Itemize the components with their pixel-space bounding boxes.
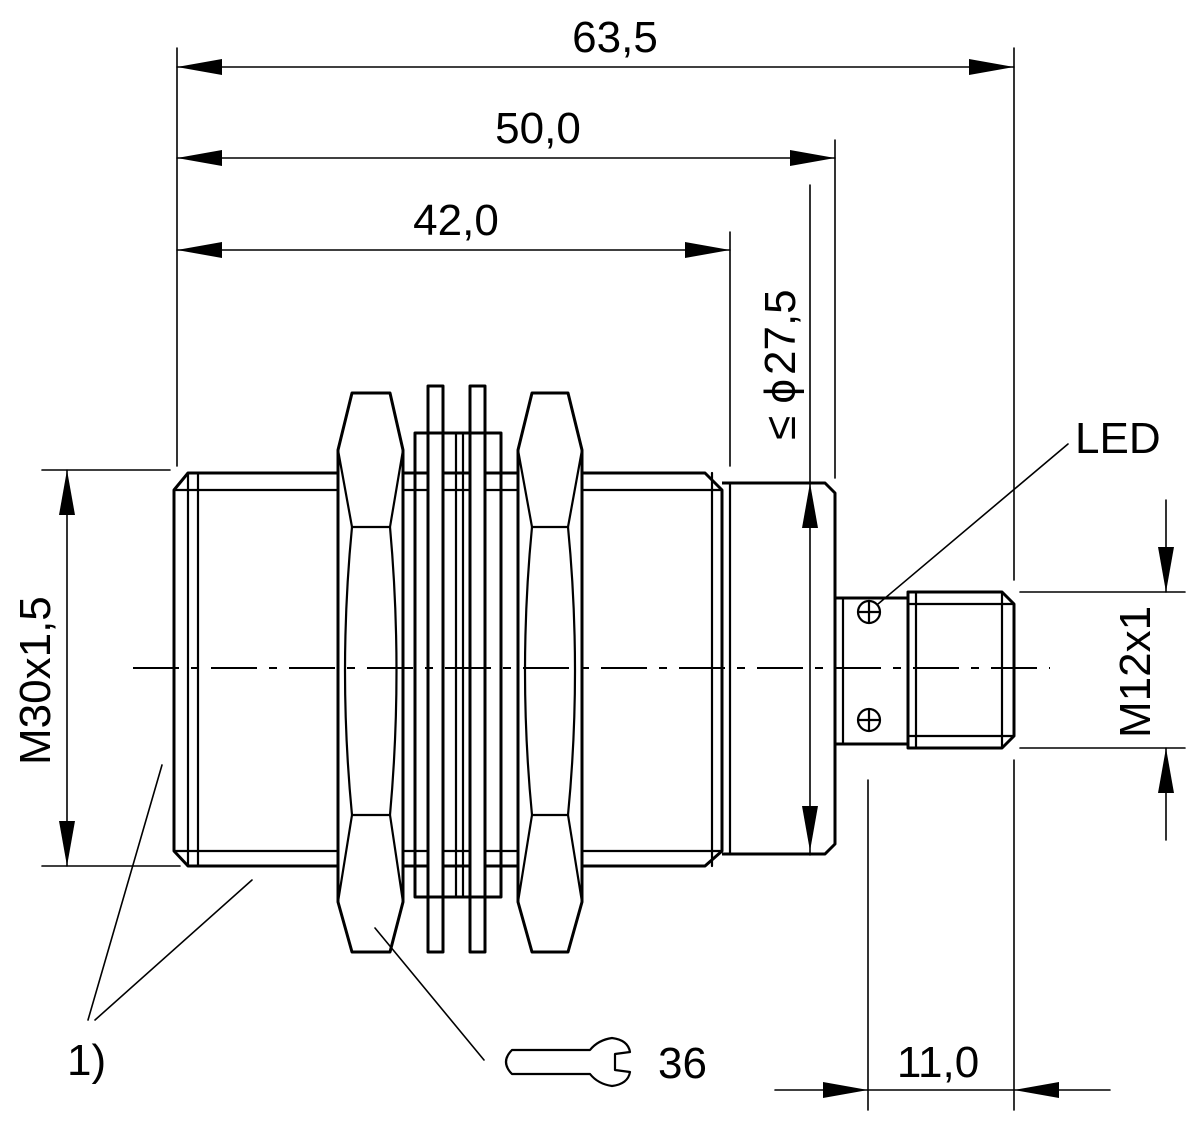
dimension-max-diameter: ≤ ϕ27,5	[756, 184, 818, 856]
wrench-size-label: 36	[658, 1039, 707, 1088]
dimension-overall-length: 63,5	[176, 13, 1015, 75]
nut-left	[336, 391, 405, 954]
extension-lines	[41, 47, 1186, 1111]
thread-m30-label: M30x1,5	[11, 596, 60, 765]
wrench-callout: 36	[374, 927, 707, 1088]
wrench-icon	[504, 1036, 632, 1088]
thread-m12-label: M12x1	[1111, 606, 1160, 738]
overall-length-label: 63,5	[572, 13, 658, 62]
dimension-thread-m12: M12x1	[1111, 499, 1174, 841]
sensor-body	[172, 471, 1016, 868]
led-label: LED	[1075, 414, 1161, 463]
dimension-thread-length: 42,0	[176, 196, 731, 258]
thread-length-label: 42,0	[413, 196, 499, 245]
led-indicators	[856, 599, 882, 733]
nut-right	[516, 391, 584, 954]
led-callout: LED	[877, 414, 1161, 605]
body-length-label: 50,0	[495, 104, 581, 153]
max-diameter-symbol: ≤ ϕ	[756, 379, 805, 440]
svg-text:≤ ϕ27,5: ≤ ϕ27,5	[756, 289, 805, 440]
note-label: 1)	[67, 1036, 106, 1085]
dimension-connector-length: 11,0	[774, 1038, 1111, 1098]
connector-length-label: 11,0	[897, 1038, 979, 1087]
max-diameter-label: 27,5	[756, 289, 805, 375]
dimension-thread-m30: M30x1,5	[11, 469, 75, 867]
note-callout: 1)	[67, 764, 253, 1085]
dimension-body-length: 50,0	[176, 104, 836, 166]
